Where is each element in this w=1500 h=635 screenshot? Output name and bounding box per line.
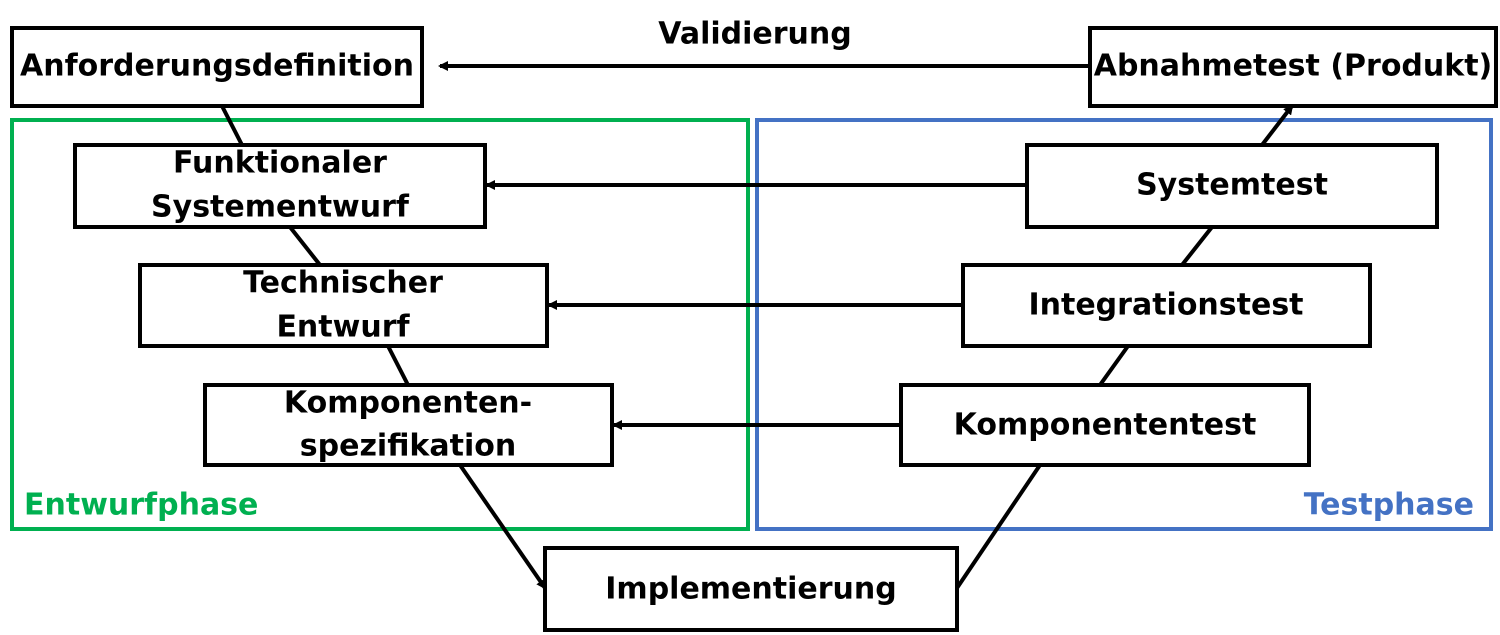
design-phase-frame (10, 118, 750, 531)
connector-implementierung-komponententest (955, 463, 1042, 590)
box-funktionaler-systementwurf-line-1: Funktionaler (173, 146, 387, 181)
box-abnahmetest-line-1: Abnahmetest (Produkt) (1094, 49, 1493, 84)
box-technischer-entwurf: Technischer Entwurf (138, 263, 549, 348)
box-integrationstest: Integrationstest (961, 263, 1372, 348)
box-technischer-entwurf-line-1: Technischer (243, 266, 443, 301)
box-komponentenspezifikation-line-2: spezifikation (300, 429, 516, 464)
connector-systemtest-abnahmetest (1260, 104, 1294, 147)
box-komponentenspezifikation-line-1: Komponenten- (284, 386, 532, 421)
box-systemtest-line-1: Systemtest (1136, 168, 1328, 203)
box-implementierung: Implementierung (543, 546, 959, 632)
connector-komponentenspez-implementierung (458, 463, 547, 590)
connector-funktional-technisch (288, 225, 322, 267)
connector-komponententest-integration (1098, 344, 1130, 387)
box-systemtest: Systemtest (1025, 143, 1439, 229)
box-funktionaler-systementwurf: Funktionaler Systementwurf (73, 143, 487, 229)
box-abnahmetest: Abnahmetest (Produkt) (1088, 26, 1498, 108)
validation-label: Validierung (658, 17, 851, 52)
box-komponententest: Komponententest (899, 383, 1311, 467)
box-komponentenspezifikation: Komponenten- spezifikation (203, 383, 614, 467)
box-anforderungsdefinition: Anforderungsdefinition (10, 26, 424, 108)
box-integrationstest-line-1: Integrationstest (1028, 288, 1303, 323)
test-phase-label: Testphase (1304, 488, 1474, 523)
box-funktionaler-systementwurf-line-2: Systementwurf (151, 190, 410, 225)
connector-technisch-komponentenspez (386, 345, 410, 386)
design-phase-label: Entwurfphase (24, 488, 258, 523)
box-technischer-entwurf-line-2: Entwurf (276, 310, 410, 345)
connector-integration-systemtest (1180, 225, 1214, 267)
connector-anforderung-funktional (220, 105, 244, 146)
test-phase-frame (755, 118, 1493, 531)
box-implementierung-line-1: Implementierung (605, 572, 896, 607)
box-komponententest-line-1: Komponententest (954, 408, 1257, 443)
box-anforderungsdefinition-line-1: Anforderungsdefinition (20, 49, 414, 84)
